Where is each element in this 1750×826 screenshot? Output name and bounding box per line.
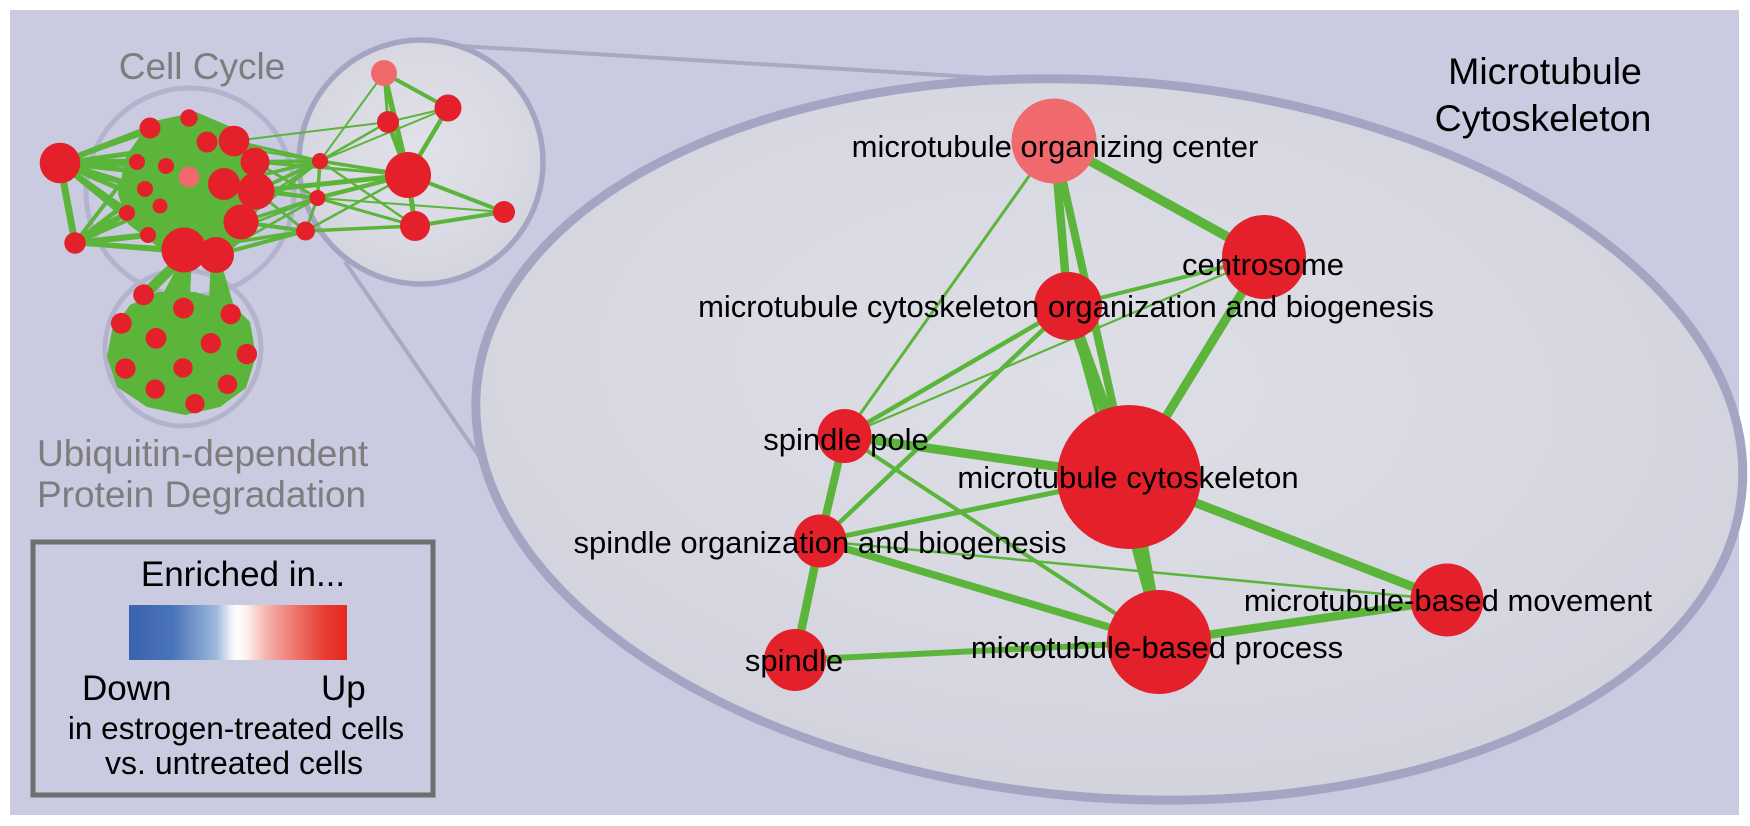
svg-text:Ubiquitin-dependent: Ubiquitin-dependent (37, 433, 369, 474)
svg-text:centrosome: centrosome (1182, 247, 1344, 282)
svg-text:spindle organization and bioge: spindle organization and biogenesis (574, 525, 1067, 560)
svg-text:Enriched in...: Enriched in... (141, 555, 345, 594)
svg-text:Cytoskeleton: Cytoskeleton (1435, 97, 1652, 139)
svg-text:spindle pole: spindle pole (763, 422, 928, 457)
svg-text:microtubule-based movement: microtubule-based movement (1244, 583, 1653, 618)
svg-text:Down: Down (82, 669, 171, 708)
svg-text:microtubule cytoskeleton organ: microtubule cytoskeleton organization an… (698, 289, 1434, 324)
svg-text:Cell Cycle: Cell Cycle (119, 46, 286, 87)
svg-text:microtubule cytoskeleton: microtubule cytoskeleton (957, 460, 1298, 495)
svg-text:microtubule organizing center: microtubule organizing center (852, 129, 1259, 164)
svg-text:microtubule-based process: microtubule-based process (971, 630, 1343, 665)
svg-text:Up: Up (321, 669, 366, 708)
svg-text:Protein Degradation: Protein Degradation (37, 474, 366, 515)
svg-text:in estrogen-treated cells: in estrogen-treated cells (68, 710, 404, 746)
svg-text:Microtubule: Microtubule (1448, 50, 1642, 92)
svg-text:vs. untreated cells: vs. untreated cells (105, 745, 363, 781)
svg-text:spindle: spindle (745, 643, 843, 678)
